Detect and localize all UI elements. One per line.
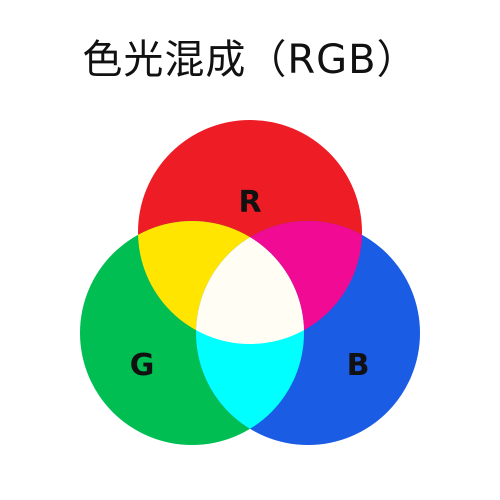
white-center-overlap	[196, 221, 304, 344]
label-r: R	[238, 185, 261, 220]
label-b: B	[347, 348, 370, 383]
label-g: G	[130, 348, 155, 383]
diagram-title: 色光混成（RGB）	[82, 37, 418, 83]
